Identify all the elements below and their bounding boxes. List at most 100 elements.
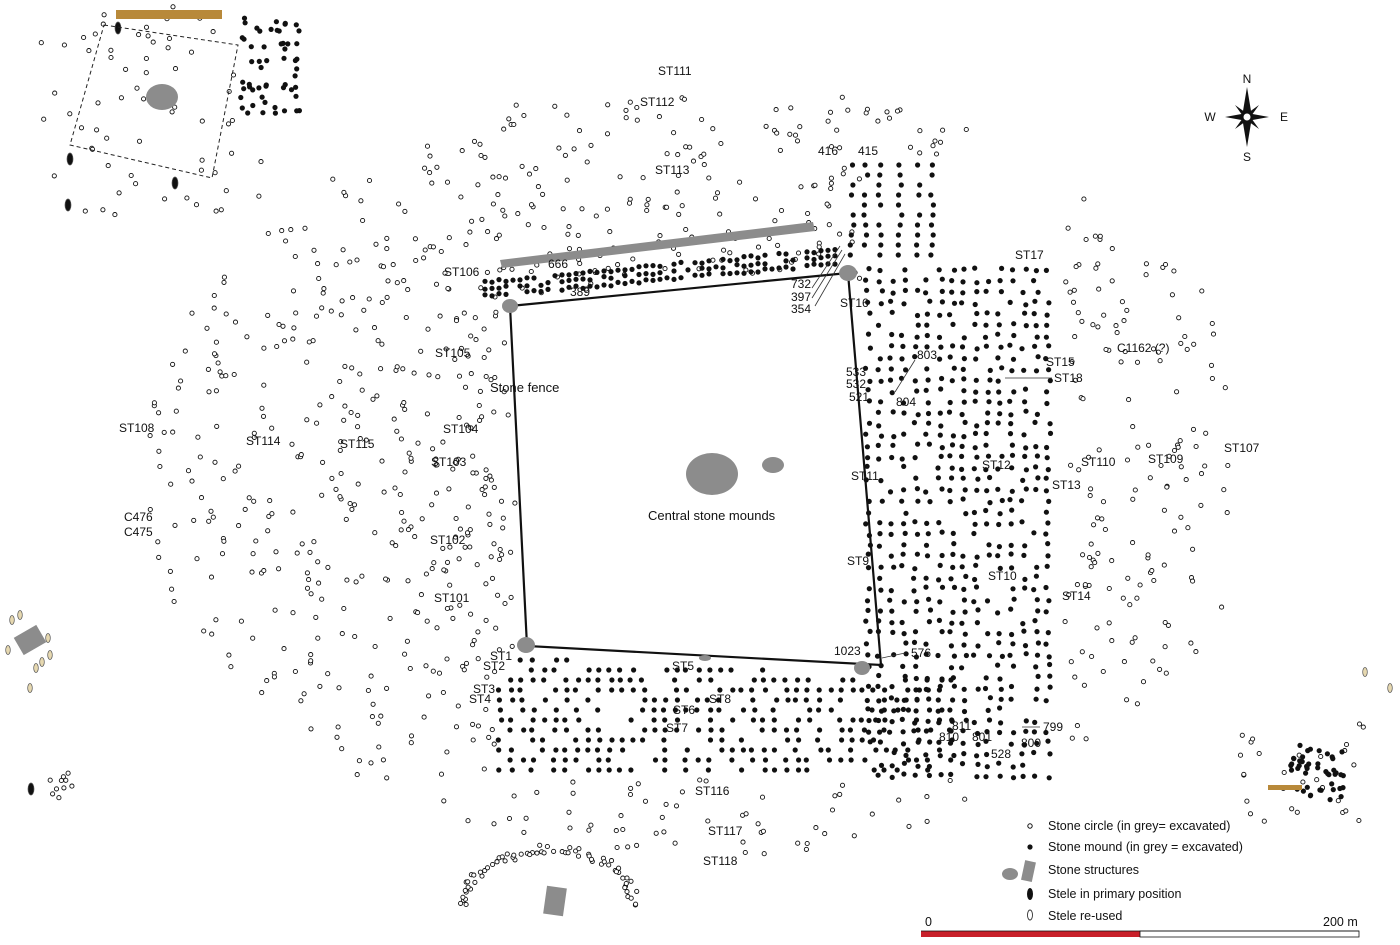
stone-circle-marker xyxy=(498,498,505,504)
stone-mound-marker xyxy=(984,751,990,758)
stone-mound-marker xyxy=(580,285,586,291)
stone-circle-marker xyxy=(804,840,810,847)
feature-label: ST6 xyxy=(673,703,695,717)
stone-mound-marker xyxy=(1020,477,1026,483)
stone-mound-marker xyxy=(520,757,527,763)
stone-mound-marker xyxy=(1326,772,1332,778)
stone-circle-marker xyxy=(463,901,469,908)
stone-mound-marker xyxy=(728,667,734,673)
stone-mound-marker xyxy=(837,717,843,723)
stone-mound-marker xyxy=(708,727,714,733)
stone-circle-marker xyxy=(351,502,358,508)
stone-mound-marker xyxy=(596,767,602,773)
stone-circle-marker xyxy=(307,549,313,555)
stone-circle-marker xyxy=(405,287,411,293)
stone-circle-marker xyxy=(470,453,476,459)
stone-mound-marker xyxy=(1031,311,1037,317)
stone-circle-marker xyxy=(506,116,512,122)
stone-circle-marker xyxy=(1198,471,1205,477)
stone-mound-marker xyxy=(866,586,872,592)
stone-circle-marker xyxy=(1067,289,1073,295)
stone-circle-marker xyxy=(478,152,484,159)
stone-mound-marker xyxy=(1034,334,1040,340)
stone-mound-marker xyxy=(258,64,264,71)
stone-circle-marker xyxy=(340,247,346,253)
stone-circle-marker xyxy=(441,798,447,804)
stone-circle-marker xyxy=(601,859,607,865)
stone-circle-marker xyxy=(384,685,390,691)
stone-circle-marker xyxy=(1178,514,1184,520)
stone-mound-marker xyxy=(1031,278,1037,284)
stone-circle-marker xyxy=(375,720,381,726)
stone-mound-marker xyxy=(640,737,646,743)
stone-mound-marker xyxy=(960,496,966,502)
stone-circle-marker xyxy=(229,117,235,124)
stone-circle-marker xyxy=(1221,487,1227,493)
stone-mound-marker xyxy=(1023,718,1029,724)
stone-mound-marker xyxy=(915,162,921,168)
stone-mound-marker xyxy=(615,267,621,273)
stone-circle-marker xyxy=(484,674,490,680)
stone-circle-marker xyxy=(564,177,570,183)
stone-mound-marker xyxy=(1019,346,1025,352)
stone-circle-marker xyxy=(280,323,286,329)
stone-mound-marker xyxy=(963,510,969,517)
stone-mound-marker xyxy=(1044,312,1050,318)
stone-mound-marker xyxy=(496,285,502,291)
stone-mound-marker xyxy=(619,687,625,693)
stone-mound-marker xyxy=(925,377,931,383)
stone-mound-marker xyxy=(901,760,908,766)
stone-mound-marker xyxy=(962,419,968,425)
stone-circle-marker xyxy=(917,128,923,134)
stone-mound-marker xyxy=(889,309,895,315)
stone-circle-marker xyxy=(290,288,297,294)
stone-mound-marker xyxy=(927,739,933,745)
stone-mound-marker xyxy=(938,772,944,778)
stone-circle-marker xyxy=(1109,558,1115,564)
stone-mound-marker xyxy=(1046,654,1052,660)
stone-circle-marker xyxy=(433,490,440,496)
stone-circle-marker xyxy=(415,610,421,616)
stone-mound-marker xyxy=(1034,453,1040,459)
stone-circle-marker xyxy=(837,791,843,797)
stone-mound-marker xyxy=(706,266,712,272)
stone-circle-marker xyxy=(357,436,363,442)
stone-circle-marker xyxy=(333,486,339,492)
stone-circle-marker xyxy=(421,255,427,261)
feature-label: ST101 xyxy=(434,591,470,605)
stone-mound-marker xyxy=(740,707,747,713)
stone-circle-marker xyxy=(311,539,317,545)
feature-label: 532 xyxy=(846,377,866,391)
stone-mound-marker xyxy=(1035,475,1041,481)
stone-circle-marker xyxy=(440,689,446,696)
stone-mound-marker xyxy=(924,322,930,328)
stone-circle-marker xyxy=(396,201,402,207)
stone-circle-marker xyxy=(644,202,650,208)
stone-mound-marker xyxy=(924,677,930,683)
stone-mound-marker xyxy=(938,453,944,459)
stele-primary-marker xyxy=(66,152,74,166)
stone-circle-marker xyxy=(462,544,468,550)
compass-w: W xyxy=(1204,110,1216,124)
stone-mound-marker xyxy=(995,466,1001,472)
stone-structure-south xyxy=(543,885,567,917)
stone-circle-marker xyxy=(481,326,487,332)
legend-stone-structure-block-icon xyxy=(1021,860,1036,883)
stone-mound-marker xyxy=(804,249,810,255)
stone-mound-marker xyxy=(924,520,930,527)
stone-mound-marker xyxy=(586,767,592,773)
stone-circle-marker xyxy=(1162,619,1168,626)
stone-circle-marker xyxy=(635,781,641,787)
scale-bar-red xyxy=(921,931,1140,937)
stone-circle-marker xyxy=(457,602,463,608)
stone-circle-marker xyxy=(493,236,500,242)
stone-circle-marker xyxy=(1318,753,1324,760)
stone-circle-marker xyxy=(509,643,515,649)
stone-mound-marker xyxy=(995,355,1001,361)
stone-mound-marker xyxy=(825,253,831,259)
stone-circle-marker xyxy=(697,777,703,783)
feature-label: ST17 xyxy=(1015,248,1044,262)
stone-mound-marker xyxy=(959,761,966,767)
stone-mound-marker xyxy=(950,551,956,558)
stone-circle-marker xyxy=(1208,362,1215,368)
